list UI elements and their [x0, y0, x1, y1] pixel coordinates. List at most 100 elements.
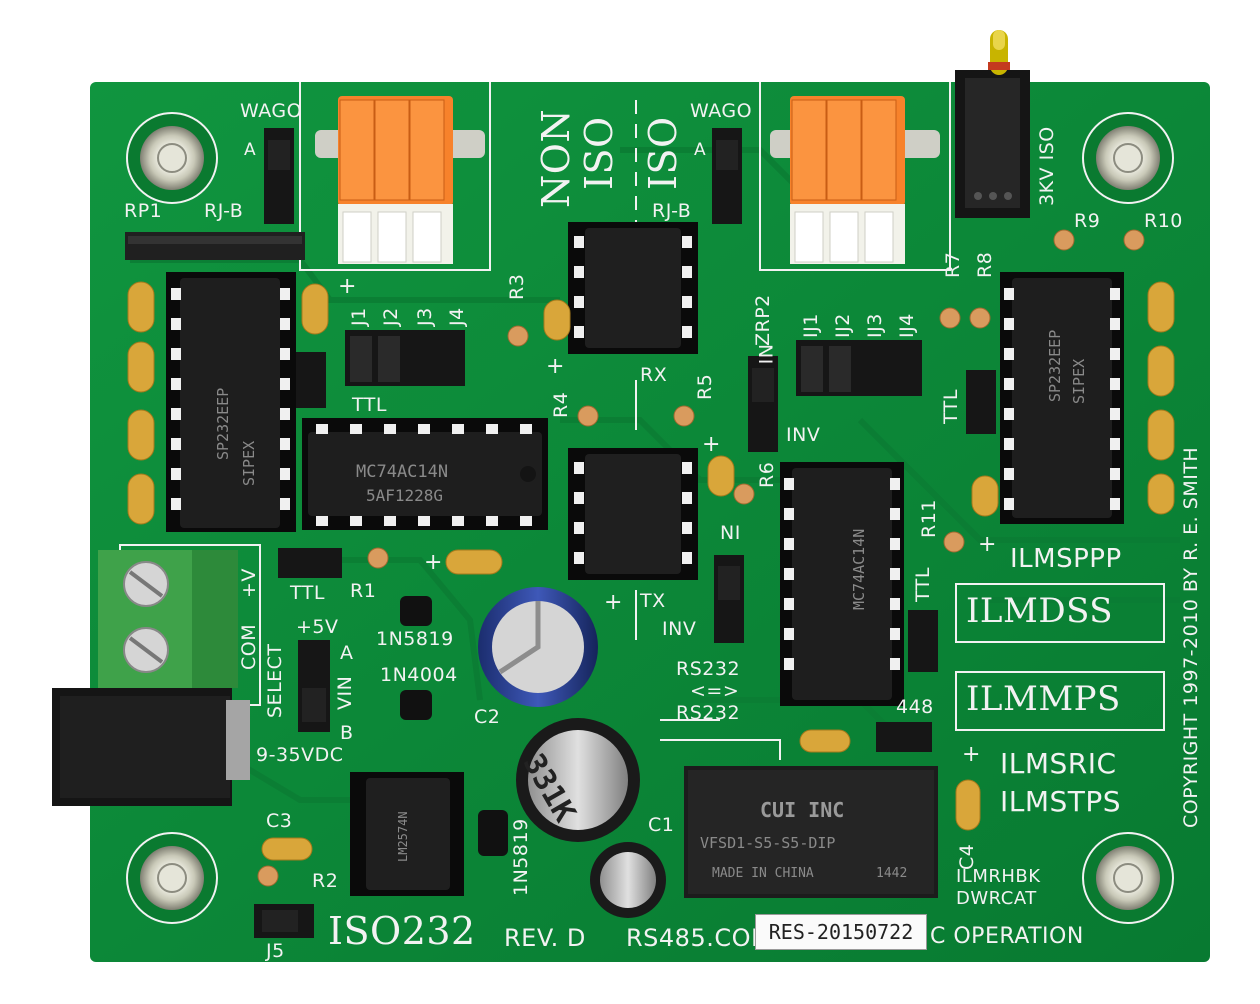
silk-r9: R9	[1074, 210, 1101, 232]
silk-operation: C OPERATION	[930, 924, 1084, 949]
silk-r10: R10	[1144, 210, 1183, 232]
silk-ilmmps: ILMMPS	[966, 679, 1121, 719]
silk-rjb-right: RJ-B	[652, 200, 692, 222]
silk-ij2: IJ2	[832, 313, 854, 338]
diodes	[400, 596, 508, 856]
silk-wago-right: WAGO	[690, 100, 753, 122]
silk-ilmsric: ILMSRIC	[1000, 747, 1117, 780]
silk-ttl-3: TTL	[290, 582, 325, 604]
resistors	[257, 229, 1145, 887]
silk-r5: R5	[694, 373, 716, 400]
silk-ttl-1: TTL	[352, 394, 387, 416]
wago-terminal-right	[770, 96, 940, 264]
silk-inv-2: INV	[662, 618, 697, 640]
silk-d3: 1N5819	[510, 818, 532, 896]
ic-tx-optocoupler	[568, 448, 698, 580]
silk-rx: RX	[640, 364, 668, 386]
silk-d1: 1N5819	[376, 628, 454, 650]
ic-mid-hex	[302, 418, 548, 530]
silk-com: COM	[238, 623, 260, 670]
silk-rjb-left: RJ-B	[204, 200, 244, 222]
barrel-jack	[52, 688, 250, 806]
silk-vdc: 9-35VDC	[256, 744, 344, 766]
silk-c2: C2	[474, 706, 501, 728]
silk-ij4: IJ4	[896, 313, 918, 338]
silk-non: NON	[534, 108, 578, 208]
silk-wago-left: WAGO	[240, 100, 303, 122]
silk-rs232-a: RS232	[676, 658, 741, 680]
silk-r3: R3	[506, 273, 528, 300]
silk-ni-1: NI	[754, 344, 776, 365]
dcdc-converter	[684, 766, 938, 898]
silk-plus-g: +	[702, 432, 721, 457]
silk-rs232-arrow: <=>	[690, 680, 740, 702]
dcdc-origin: MADE IN CHINA	[712, 866, 814, 881]
silk-r1: R1	[350, 580, 377, 602]
silk-ilmstps: ILMSTPS	[1000, 785, 1122, 818]
silk-ilmsppp: ILMSPPP	[1010, 544, 1122, 574]
silk-ilmdss: ILMDSS	[966, 591, 1114, 631]
silk-ni-2: NI	[720, 522, 741, 544]
silk-j4: J4	[446, 307, 468, 326]
silk-plus5v: +5V	[296, 616, 339, 638]
silk-plus-e: +	[978, 532, 997, 557]
ic-right-brand: SIPEX	[1070, 358, 1088, 404]
silk-a-select: A	[340, 642, 354, 664]
capacitor-c2	[478, 587, 598, 707]
silk-select: SELECT	[264, 643, 286, 718]
silk-vin: VIN	[334, 675, 356, 710]
res-sticker-label: RES-20150722	[755, 914, 927, 950]
silk-dwrcat: DWRCAT	[956, 888, 1037, 909]
silk-rs232-b: RS232	[676, 702, 741, 724]
ic-right-part: SP232EEP	[1046, 329, 1064, 402]
ic-regulator	[350, 772, 464, 896]
ic-left-brand: SIPEX	[240, 440, 258, 486]
dcdc-brand: CUI INC	[760, 798, 845, 822]
ic-pins	[171, 236, 1120, 670]
silk-ij3: IJ3	[864, 313, 886, 338]
capacitor-c1	[590, 842, 666, 918]
silk-iso-left: ISO	[577, 116, 621, 190]
ic-rx-optocoupler	[568, 222, 698, 354]
silk-j3: J3	[414, 307, 436, 326]
silk-j5: J5	[266, 940, 285, 962]
header-pins	[254, 128, 996, 938]
iso-connector	[955, 30, 1030, 218]
silk-ilmrhbk: ILMRHBK	[956, 866, 1041, 887]
mounting-holes	[126, 112, 1174, 924]
ceramic-capacitors	[127, 281, 1175, 861]
ic-right-logic	[780, 462, 904, 706]
silk-board-name: ISO232	[328, 909, 476, 953]
silk-c1: C1	[648, 814, 675, 836]
inductor-331k	[516, 718, 640, 842]
silk-plus-c: +	[424, 550, 443, 575]
silk-revision: REV. D	[504, 924, 586, 952]
silk-d2: 1N4004	[380, 664, 458, 686]
silk-ttl-2: TTL	[940, 389, 962, 424]
silk-j1: J1	[348, 307, 370, 326]
silk-plus-a: +	[338, 274, 357, 299]
ic-right-logic-part: MC74AC14N	[850, 528, 868, 610]
silk-r6: R6	[756, 461, 778, 488]
silk-box-ilmmps	[955, 671, 1165, 731]
silk-a-left: A	[244, 140, 257, 160]
dcdc-date: 1442	[876, 866, 908, 881]
resistor-pack-rp1	[125, 232, 305, 260]
silk-r11: R11	[918, 499, 940, 538]
silk-copyright: COPYRIGHT 1997-2010 BY R. E. SMITH	[1180, 446, 1202, 828]
ic-left-sipex	[166, 272, 296, 532]
silk-ttl-4: TTL	[912, 567, 934, 602]
silk-plusv: +V	[238, 568, 260, 598]
wago-terminal-left	[315, 96, 485, 264]
ic-left-part: SP232EEP	[214, 387, 232, 460]
silk-plus-d: +	[604, 590, 623, 615]
silk-c3: C3	[266, 810, 293, 832]
silk-box-ilmdss	[955, 583, 1165, 643]
silk-r2: R2	[312, 870, 339, 892]
silk-rp2: ZRP2	[752, 294, 774, 346]
silk-r4: R4	[550, 391, 572, 418]
silk-tx: TX	[640, 590, 666, 612]
silk-iso-right: ISO	[641, 116, 685, 190]
ic-mid-lot: 5AF1228G	[366, 486, 444, 505]
